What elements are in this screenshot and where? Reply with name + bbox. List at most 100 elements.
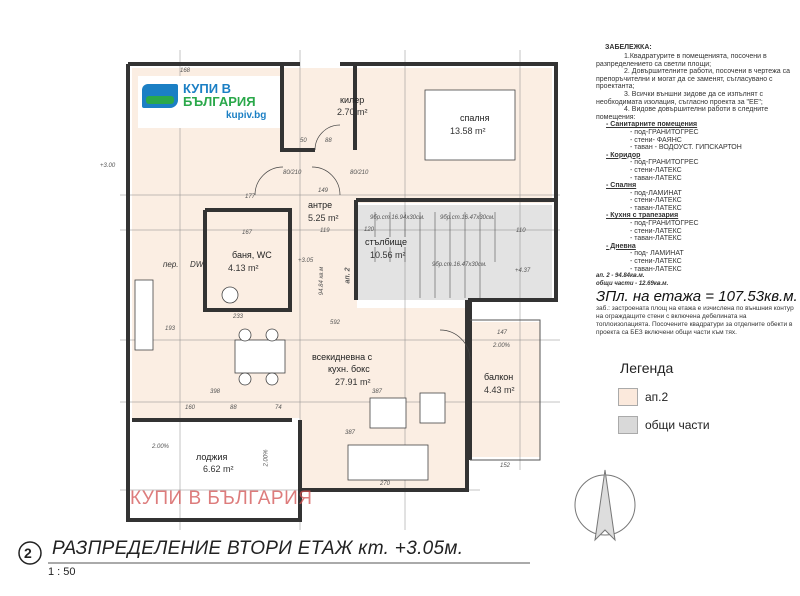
note-item: 2. Довършителните работи, посочени в чер… [596, 68, 790, 91]
finish-line: - таван - ВОДОУСТ. ГИПСКАРТОН [630, 144, 742, 152]
drawing-scale: 1 : 50 [48, 566, 76, 578]
dishwasher-label: DW [190, 260, 204, 269]
finish-line: - под-ГРАНИТОГРЕС [630, 220, 699, 228]
room-bath-area: 4.13 m² [228, 263, 259, 273]
chair [265, 328, 279, 342]
room-stairs-area: 10.56 m² [370, 250, 406, 260]
room-living-name-2: кухн. бокс [328, 364, 370, 374]
finish-room: - Кухня с трапезария [606, 212, 679, 220]
legend-swatch-apartment [618, 388, 638, 406]
loggia-floor [132, 422, 292, 517]
title-number-circle [18, 541, 42, 565]
room-bath-name: баня, WC [232, 250, 272, 260]
room-balcony-area: 4.43 m² [484, 385, 515, 395]
dim: 147 [497, 330, 508, 336]
title-number: 2 [24, 545, 32, 561]
finish-line: - стени- ФАЯНС [630, 136, 682, 144]
steps-label-3: 9бр.ст.16.47x30см. [432, 262, 487, 268]
dim: 193 [165, 326, 176, 332]
chair [238, 328, 252, 342]
slope-loggia-2: 2.00% [263, 449, 270, 467]
sofa [347, 444, 429, 481]
dim: 270 [380, 481, 391, 487]
level-mark-ext: +3.00 [100, 163, 116, 169]
dim: 88 [230, 405, 237, 411]
coffee-table [369, 397, 407, 429]
finish-line: - под- ЛАМИНАТ [630, 250, 684, 258]
kupiv-logo: КУПИ В БЪЛГАРИЯ kupiv.bg [138, 76, 280, 128]
legend-label-apartment: ап.2 [645, 390, 669, 404]
total-area: ЗПл. на етажа = 107.53кв.м. [596, 288, 798, 306]
finish-room: - Коридор [606, 151, 641, 159]
balcony-walls [470, 319, 541, 461]
finish-line: - таван-ЛАТЕКС [630, 204, 682, 212]
finish-line: - под-ЛАМИНАТ [630, 189, 682, 197]
north-arrow-icon [574, 469, 636, 542]
common-area-note: общи части - 12.69кв.м. [596, 280, 669, 287]
note-item: 1.Квадратурите в помещенията, посочени в… [596, 53, 767, 68]
dim: 80/210 [350, 170, 369, 176]
dim: 387 [372, 389, 383, 395]
room-closet-area: 2.70 m² [337, 107, 368, 117]
dim: 119 [320, 228, 330, 234]
slope-loggia-1: 2.00% [152, 444, 170, 450]
footnote: заб.: застроената площ на етажа е изчисл… [596, 305, 794, 336]
dim: 74 [275, 405, 282, 411]
finish-line: - стени-ЛАТЕКС [630, 197, 682, 205]
furniture [134, 89, 516, 481]
dim: 110 [516, 228, 526, 234]
level-mark-right: +4.37 [515, 268, 531, 274]
dim: 387 [345, 430, 356, 436]
slope-balcony: 2.00% [493, 343, 511, 349]
dim: 152 [500, 463, 511, 469]
door-swings [254, 124, 471, 361]
dim: 88 [325, 138, 332, 144]
finish-line: - таван-ЛАТЕКС [630, 174, 682, 182]
room-stairs-name: стълбище [365, 237, 407, 247]
dim: 149 [318, 188, 329, 194]
chair [238, 372, 252, 386]
finish-line: - таван-ЛАТЕКС [630, 235, 682, 243]
finish-room: - Спалня [606, 182, 637, 190]
logo-mark-wave-icon [146, 96, 174, 104]
logo-site: kupiv.bg [226, 110, 267, 121]
finish-room: - Дневна [606, 242, 636, 250]
finish-line: - под-ГРАНИТОГРЕС [630, 159, 699, 167]
apt-area-note: ап. 2 - 94.84кв.м. [596, 273, 645, 280]
dim: 167 [242, 230, 253, 236]
dim: 233 [233, 314, 244, 320]
room-bedroom-name: спалня [460, 113, 490, 123]
room-living-area: 27.91 m² [335, 377, 371, 387]
chair [265, 372, 279, 386]
room-closet-name: килер [340, 95, 365, 105]
dim: 168 [180, 68, 191, 74]
drawing-title: РАЗПРЕДЕЛЕНИЕ ВТОРИ ЕТАЖ кт. +3.05м. [52, 538, 464, 559]
finish-room: - Санитарните помещения [606, 121, 698, 129]
room-entry-name: антре [308, 200, 333, 210]
dim: 592 [330, 320, 341, 326]
steps-label-2: 9бр.ст.16.47x30см. [440, 215, 495, 221]
note-item: 3. Всички външни зидове да се изпълнят с… [596, 90, 764, 106]
logo-text-2: БЪЛГАРИЯ [183, 94, 256, 109]
steps-label-1: 9бр.ст.16.94x30см. [370, 215, 425, 221]
dim: 177 [245, 194, 256, 200]
room-loggia-area: 6.62 m² [203, 464, 234, 474]
finish-line: - стени-ЛАТЕКС [630, 258, 682, 266]
room-balcony-name: балкон [484, 372, 514, 382]
common-area-floor [357, 205, 552, 300]
finish-line: - стени-ЛАТЕКС [630, 227, 682, 235]
bed [424, 89, 516, 161]
washer-label: пер. [163, 260, 179, 269]
finish-line: - под-ГРАНИТОГРЕС [630, 128, 699, 136]
dim: 398 [210, 389, 221, 395]
room-bedroom-area: 13.58 m² [450, 126, 486, 136]
armchair [419, 392, 446, 424]
toilet [221, 286, 239, 304]
watermark: КУПИ В БЪЛГАРИЯ [130, 488, 313, 509]
dining-table [234, 339, 286, 374]
dim: 50 [300, 138, 307, 144]
note-item: 4. Видове довършителни работи в следните… [596, 106, 769, 121]
notes-heading: ЗАБЕЛЕЖКА: [605, 44, 652, 51]
dim: 80/210 [283, 170, 302, 176]
